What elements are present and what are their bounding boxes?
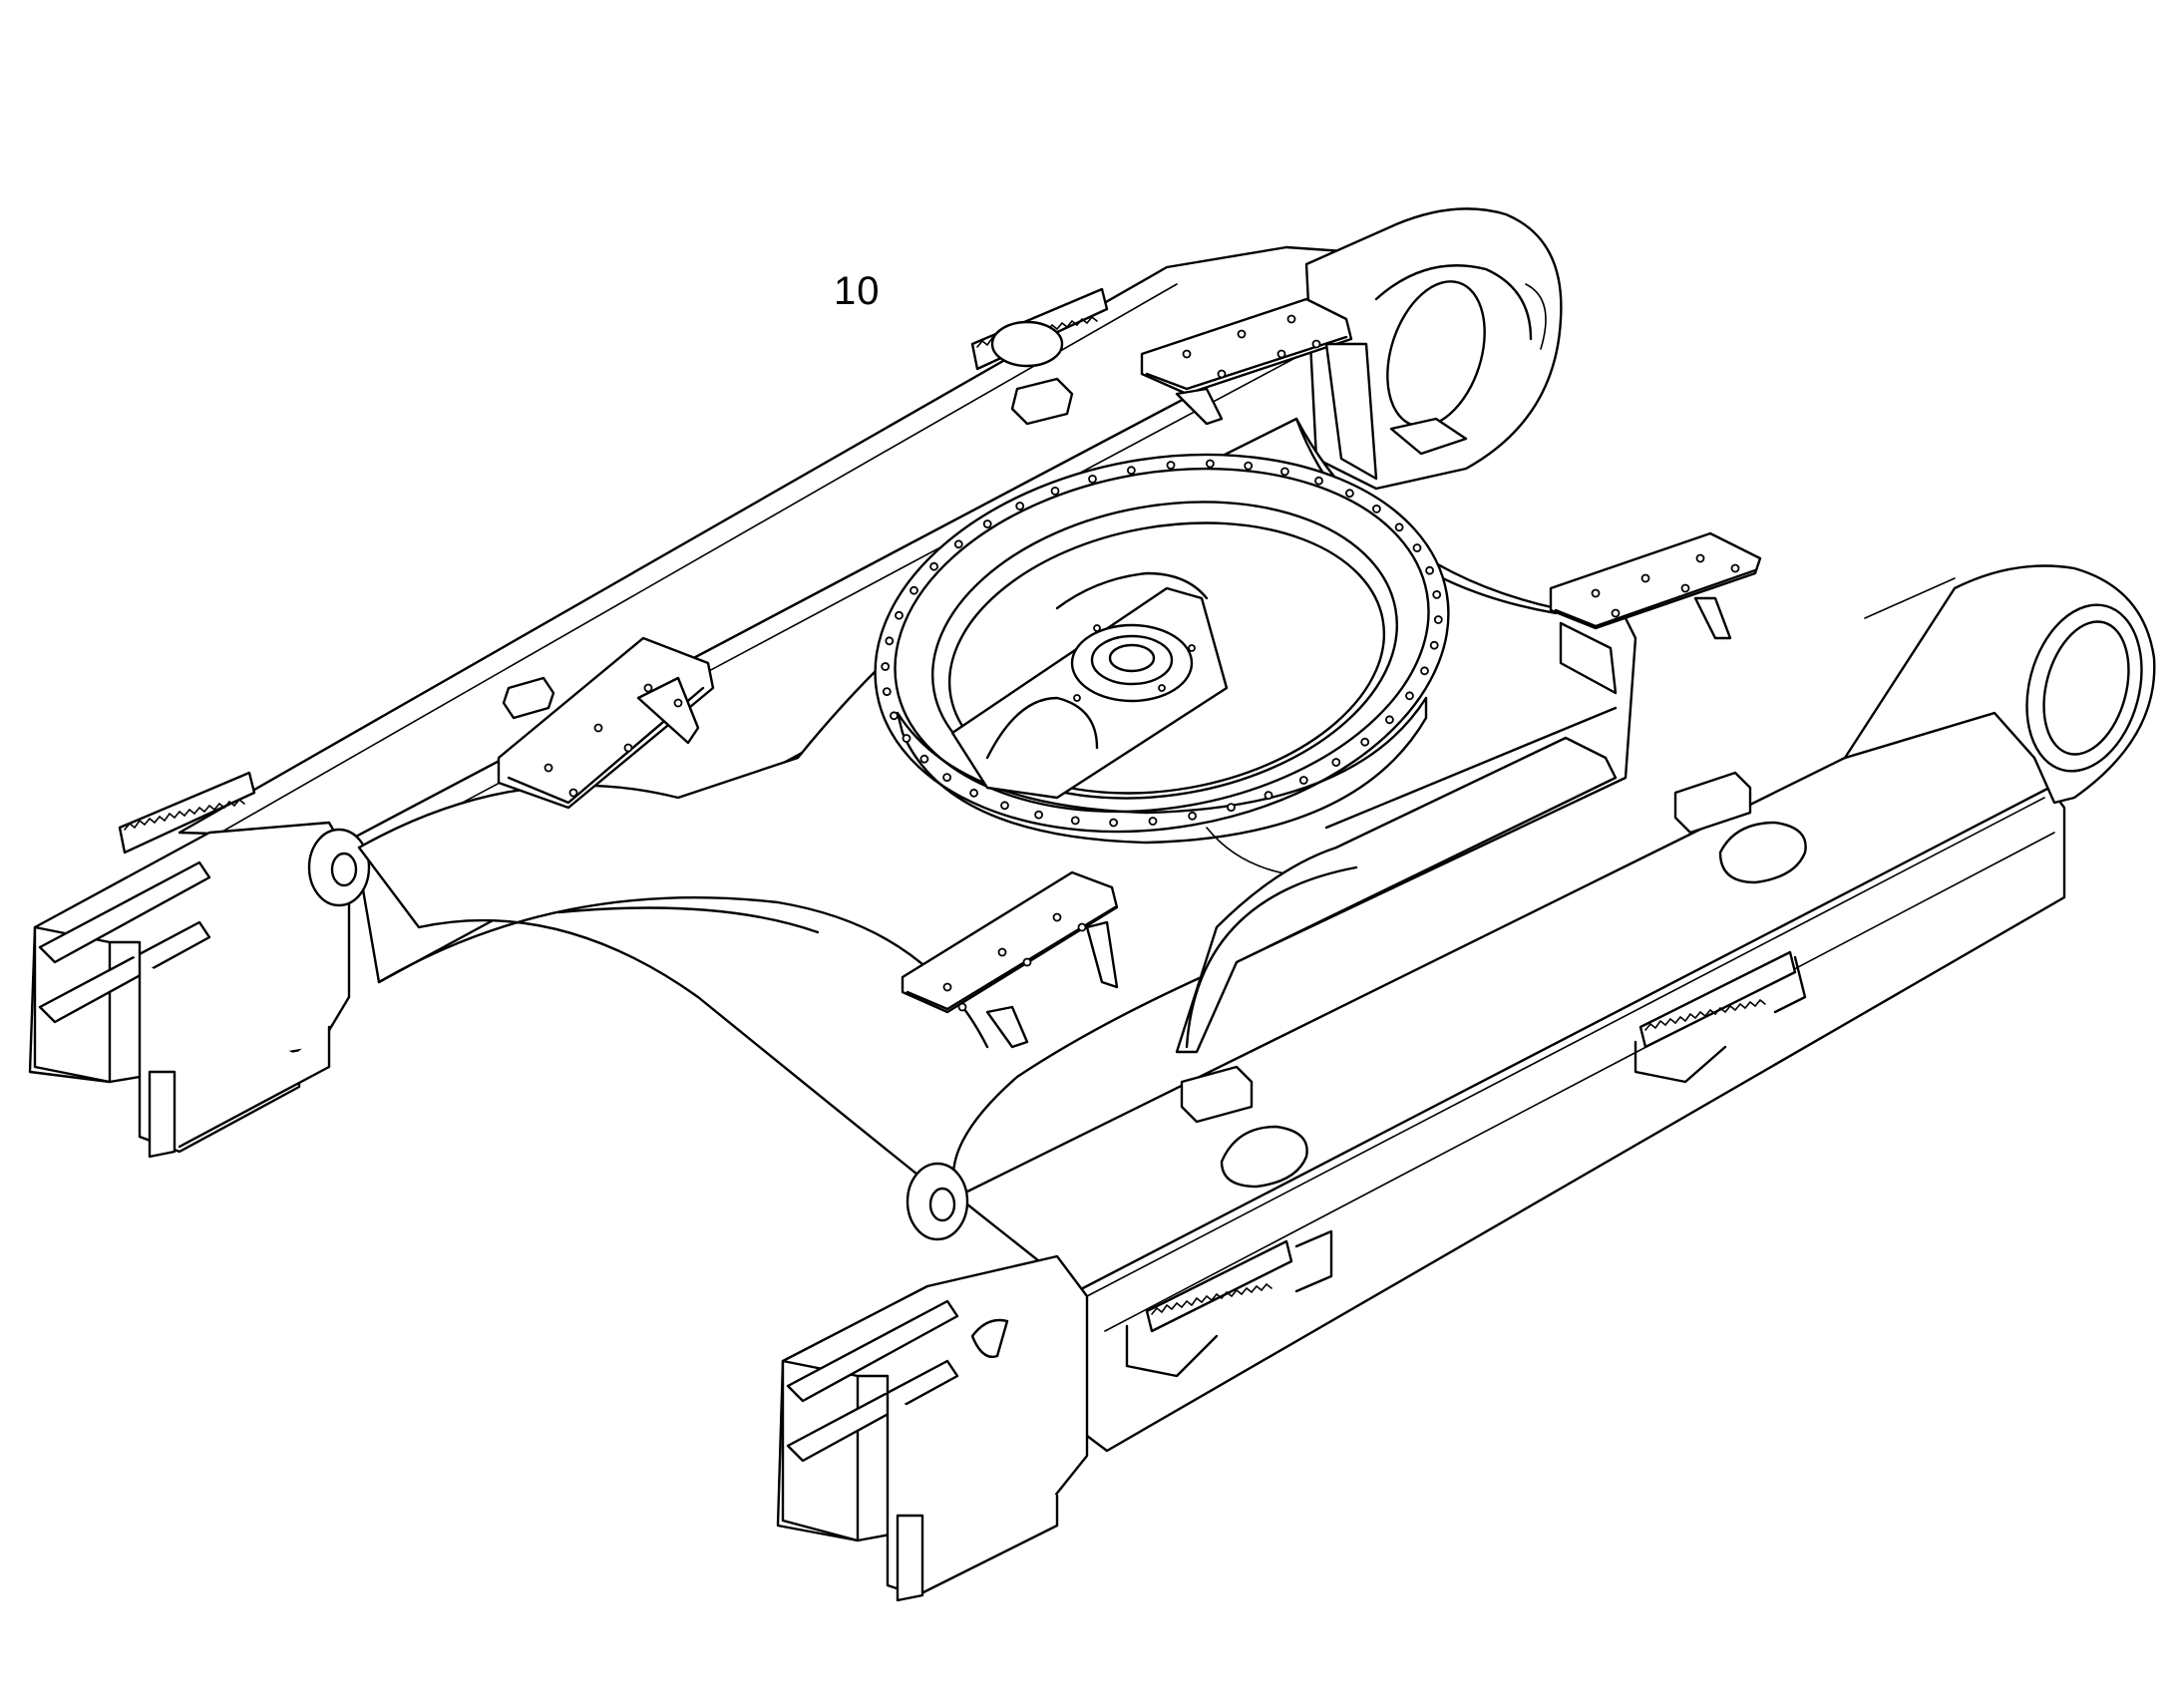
ring-bolt-hole — [1426, 567, 1433, 574]
ring-bolt-hole — [1052, 488, 1059, 495]
ring-bolt-hole — [1435, 616, 1442, 623]
ring-bolt-hole — [1168, 462, 1175, 469]
ring-bolt-hole — [1414, 544, 1421, 551]
ring-bolt-hole — [930, 563, 937, 570]
ring-bolt-hole — [1431, 642, 1438, 649]
ring-bolt-hole — [1089, 476, 1096, 483]
ring-bolt-hole — [1245, 463, 1252, 470]
ring-bolt-hole — [1386, 716, 1393, 723]
ring-bolt-hole — [1266, 792, 1272, 799]
rear-sprocket-end — [30, 773, 369, 1157]
ring-bolt-hole — [886, 637, 893, 644]
rear-upper-guide — [972, 289, 1107, 369]
ring-bolt-hole — [1361, 739, 1368, 746]
ring-bolt-hole — [910, 587, 917, 594]
ring-bolt-hole — [943, 774, 950, 781]
ring-bolt-hole — [1315, 478, 1322, 485]
ring-bolt-holes — [882, 461, 1442, 827]
ring-bolt-hole — [1228, 804, 1235, 811]
ring-bolt-hole — [891, 712, 898, 719]
ring-bolt-hole — [970, 790, 977, 797]
part-callout-10: 10 — [834, 269, 881, 313]
ring-bolt-hole — [1001, 802, 1008, 809]
front-sprocket-end — [778, 1256, 1087, 1600]
ring-bolt-hole — [1346, 490, 1353, 497]
ring-bolt-hole — [1035, 812, 1042, 819]
ring-bolt-hole — [884, 688, 891, 695]
front-track-frame — [908, 566, 2159, 1452]
ring-bolt-hole — [1128, 467, 1135, 474]
ring-bolt-hole — [984, 520, 991, 527]
ring-bolt-hole — [1150, 818, 1157, 825]
ring-bolt-hole — [1406, 692, 1413, 699]
ring-bolt-hole — [1072, 817, 1079, 824]
ring-bolt-hole — [1373, 506, 1380, 512]
ring-bolt-hole — [1421, 667, 1428, 674]
ring-bolt-hole — [896, 612, 903, 619]
ring-bolt-hole — [1396, 523, 1403, 530]
ring-bolt-hole — [1300, 777, 1307, 784]
ring-bolt-hole — [1189, 813, 1196, 820]
ring-bolt-hole — [882, 663, 889, 670]
ring-bolt-hole — [1332, 759, 1339, 766]
ring-bolt-hole — [1207, 461, 1214, 468]
pad-bolt-holes — [545, 316, 1739, 1011]
ring-bolt-hole — [920, 756, 927, 763]
mounting-pads — [499, 299, 1760, 1047]
ring-bolt-hole — [1016, 503, 1023, 510]
ring-bolt-hole — [1281, 468, 1288, 475]
ring-bolt-hole — [904, 735, 910, 742]
ring-bolt-hole — [955, 540, 962, 547]
swing-bearing-ring — [845, 411, 1478, 874]
ring-bolt-hole — [1433, 591, 1440, 598]
ring-bolt-hole — [1110, 820, 1117, 827]
front-face-guides — [1127, 952, 1805, 1376]
